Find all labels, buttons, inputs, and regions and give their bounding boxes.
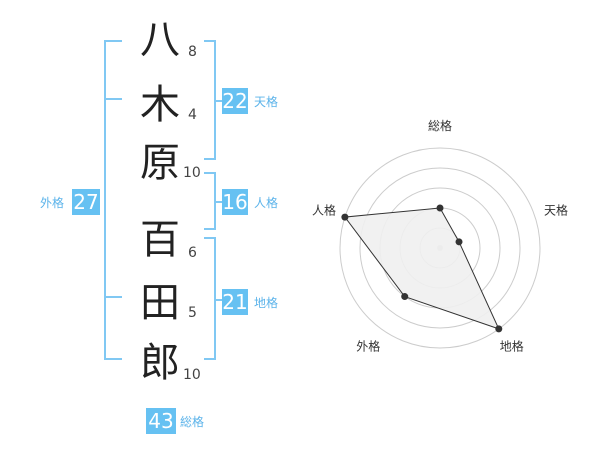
- name-char-3: 原: [140, 140, 180, 186]
- tenkaku-value: 22: [222, 88, 248, 114]
- tenkaku-label: 天格: [254, 95, 279, 109]
- name-char-4: 百: [140, 217, 180, 263]
- gaikaku-label: 外格: [40, 196, 65, 210]
- radar-axis-label-5: 人格: [312, 202, 336, 217]
- soukaku-value: 43: [146, 408, 176, 434]
- tenkaku-connector: [216, 100, 222, 102]
- gaikaku-value: 27: [72, 189, 100, 215]
- radar-axis-label-1: 総格: [428, 118, 452, 133]
- jinkaku-value: 16: [222, 189, 248, 215]
- gaikaku-bracket: [104, 40, 122, 360]
- gaikaku-tick-1: [104, 98, 122, 100]
- stroke-count-2: 4: [188, 107, 197, 123]
- radar-series-polygon: [343, 207, 500, 330]
- stroke-count-4: 6: [188, 245, 197, 261]
- radar-point-4: [401, 293, 409, 301]
- stroke-count-3: 10: [183, 165, 201, 181]
- radar-point-1: [436, 204, 444, 212]
- chikaku-bracket: [204, 237, 216, 360]
- name-char-6: 郎: [140, 340, 180, 386]
- name-char-2: 木: [140, 82, 180, 128]
- radar-point-5: [341, 213, 349, 221]
- chikaku-label: 地格: [254, 296, 279, 310]
- radar-axis-label-2: 天格: [544, 202, 568, 217]
- soukaku-label: 総格: [180, 415, 205, 429]
- chikaku-connector: [216, 299, 222, 301]
- radar-grid-ring-5: [339, 147, 541, 349]
- jinkaku-connector: [216, 201, 222, 203]
- stroke-count-6: 10: [183, 367, 201, 383]
- gaikaku-tick-2: [104, 296, 122, 298]
- jinkaku-label: 人格: [254, 196, 279, 210]
- stroke-count-5: 5: [188, 305, 197, 321]
- tenkaku-bracket: [204, 40, 216, 160]
- radar-point-3: [495, 325, 503, 333]
- chikaku-value: 21: [222, 289, 248, 315]
- stroke-count-1: 8: [188, 44, 197, 60]
- name-char-1: 八: [140, 17, 180, 63]
- name-char-5: 田: [140, 280, 180, 326]
- radar-point-2: [455, 238, 463, 246]
- jinkaku-bracket: [204, 172, 216, 230]
- radar-axis-label-3: 地格: [500, 339, 524, 354]
- radar-axis-label-4: 外格: [356, 339, 380, 354]
- radar-grid-ring-4: [359, 167, 521, 329]
